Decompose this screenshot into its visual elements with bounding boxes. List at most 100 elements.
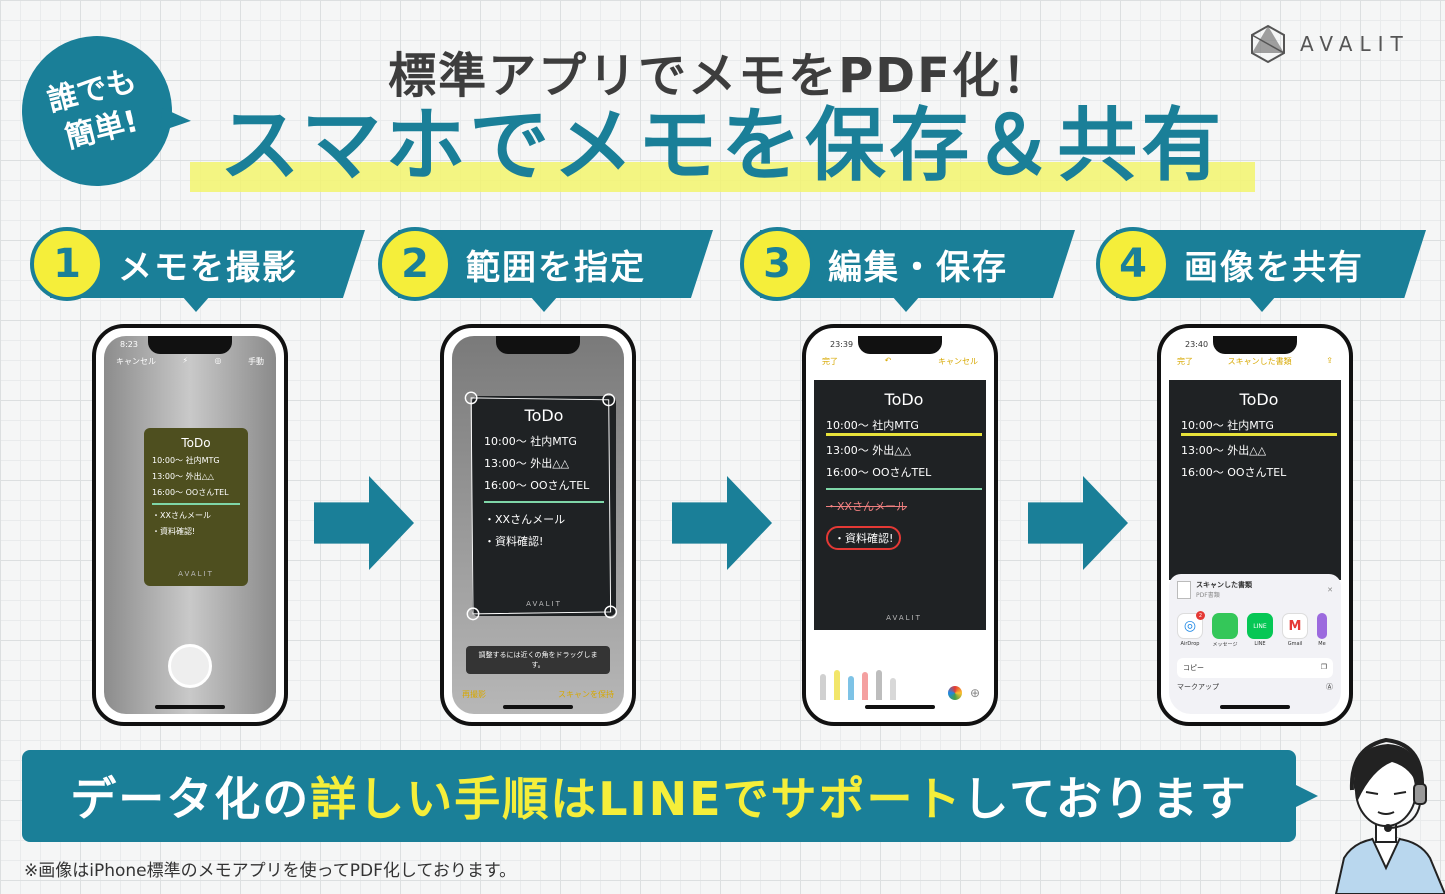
notch bbox=[1213, 336, 1297, 354]
markup-label: マークアップ bbox=[1177, 683, 1219, 691]
memo-line: 16:00〜 OOさんTEL bbox=[1181, 466, 1287, 479]
memo-board: ToDo 10:00〜 社内MTG 13:00〜 外出△△ 16:00〜 OOさ… bbox=[144, 428, 248, 586]
gmail-icon: M bbox=[1282, 613, 1308, 639]
memo-board: ToDo 10:00〜 社内MTG 13:00〜 外出△△ 16:00〜 OOさ… bbox=[1169, 380, 1341, 580]
done-button[interactable]: 完了 bbox=[1177, 357, 1193, 366]
ruler-tool-icon[interactable] bbox=[890, 678, 896, 700]
share-gmail[interactable]: M Gmail bbox=[1282, 613, 1308, 648]
home-indicator bbox=[503, 705, 573, 709]
memo-line: 16:00〜 OOさんTEL bbox=[152, 488, 229, 497]
memo-line: ・資料確認! bbox=[484, 535, 544, 548]
subtitle: 標準アプリでメモをPDF化！ bbox=[388, 48, 1052, 104]
crop-frame-icon[interactable] bbox=[452, 336, 624, 714]
share-line[interactable]: LINE LINE bbox=[1247, 613, 1273, 648]
edit-screen: 23:39 完了 ↶ キャンセル ToDo 10:00〜 社内MTG 13:00… bbox=[814, 336, 986, 714]
undo-icon[interactable]: ↶ bbox=[884, 356, 892, 365]
share-app-row: ◎2 AirDrop メッセージ LINE LINE M Gmail M bbox=[1177, 611, 1333, 648]
step-pointer bbox=[182, 296, 210, 312]
phone-crop: ToDo 10:00〜 社内MTG 13:00〜 外出△△ 16:00〜 OOさ… bbox=[440, 324, 636, 726]
arrow-right-icon bbox=[672, 476, 772, 570]
share-more[interactable]: Me bbox=[1317, 613, 1327, 648]
copy-label: コピー bbox=[1183, 664, 1204, 672]
share-sheet-header: スキャンした書類 PDF書類 ✕ bbox=[1177, 580, 1333, 599]
memo-line: ・XXさんメール bbox=[152, 511, 211, 520]
share-sheet: スキャンした書類 PDF書類 ✕ ◎2 AirDrop メッセージ LINE L… bbox=[1169, 574, 1341, 714]
marker-tool-icon[interactable] bbox=[834, 670, 840, 700]
line-support-banner[interactable]: データ化の詳しい手順はLINEでサポートしております bbox=[22, 750, 1318, 842]
flash-icon[interactable]: ⚡ bbox=[182, 356, 189, 365]
pen-tool-icon[interactable] bbox=[820, 674, 826, 700]
phone-share: 23:40 完了 スキャンした書類 ⇪ ToDo 10:00〜 社内MTG 13… bbox=[1157, 324, 1353, 726]
arrow-right-icon bbox=[1028, 476, 1128, 570]
step-label: 画像を共有 bbox=[1184, 248, 1364, 288]
filter-icon[interactable]: ◎ bbox=[214, 356, 222, 365]
home-indicator bbox=[1220, 705, 1290, 709]
banner-text-highlight: 詳しい手順はLINEでサポート bbox=[310, 772, 963, 826]
memo-line: 13:00〜 外出△△ bbox=[152, 472, 214, 481]
step-pointer bbox=[530, 296, 558, 312]
status-time: 8:23 bbox=[120, 340, 138, 349]
page-title: スマホでメモを保存＆共有 bbox=[219, 99, 1226, 192]
messages-icon bbox=[1212, 613, 1238, 639]
crop-screen: ToDo 10:00〜 社内MTG 13:00〜 外出△△ 16:00〜 OOさ… bbox=[452, 336, 624, 714]
memo-line: 13:00〜 外出△△ bbox=[1181, 444, 1267, 457]
share-sheet-title: スキャンした書類 bbox=[1196, 581, 1252, 589]
easy-badge: 誰でも 簡単! bbox=[6, 20, 188, 202]
memo-separator bbox=[152, 503, 240, 505]
share-screen: 23:40 完了 スキャンした書類 ⇪ ToDo 10:00〜 社内MTG 13… bbox=[1169, 336, 1341, 714]
copy-row[interactable]: コピー ❐ bbox=[1177, 658, 1333, 678]
step-4: 4 画像を共有 bbox=[1096, 227, 1436, 312]
step-label: メモを撮影 bbox=[118, 248, 298, 288]
memo-line: ・XXさんメール bbox=[484, 513, 566, 526]
done-button[interactable]: 完了 bbox=[822, 357, 838, 366]
memo-line: 13:00〜 外出△△ bbox=[484, 457, 570, 470]
camera-top-bar: キャンセル ⚡ ◎ 手動 bbox=[104, 356, 276, 367]
cancel-button[interactable]: キャンセル bbox=[116, 357, 156, 366]
support-operator-icon bbox=[1334, 737, 1445, 894]
markup-icon: Ⓐ bbox=[1326, 683, 1333, 691]
app-label: メッセージ bbox=[1212, 642, 1238, 648]
memo-line: 16:00〜 OOさんTEL bbox=[484, 479, 590, 492]
pdf-document-icon bbox=[1177, 580, 1191, 599]
app-label: AirDrop bbox=[1180, 641, 1200, 647]
logo-hexagon-icon bbox=[1251, 24, 1285, 64]
step-number: 3 bbox=[740, 227, 814, 301]
banner-text-3: しております bbox=[962, 772, 1248, 826]
step-pointer bbox=[892, 296, 920, 312]
add-tool-icon[interactable]: ⊕ bbox=[969, 686, 980, 700]
lasso-tool-icon[interactable] bbox=[876, 670, 882, 700]
memo-title: ToDo bbox=[1239, 390, 1279, 409]
share-messages[interactable]: メッセージ bbox=[1212, 613, 1238, 648]
color-picker-icon[interactable] bbox=[947, 686, 962, 700]
share-sheet-titles: スキャンした書類 PDF書類 bbox=[1196, 580, 1252, 599]
home-indicator bbox=[155, 705, 225, 709]
step-label: 編集・保存 bbox=[828, 248, 1008, 288]
brand-logo: AVALIT bbox=[1248, 24, 1410, 64]
memo-title: ToDo bbox=[524, 406, 564, 425]
memo-title: ToDo bbox=[181, 436, 211, 450]
share-icon[interactable]: ⇪ bbox=[1326, 356, 1333, 365]
cancel-button[interactable]: キャンセル bbox=[937, 357, 978, 366]
keep-scan-button[interactable]: スキャンを保持 bbox=[558, 690, 614, 699]
retake-button[interactable]: 再撮影 bbox=[462, 690, 486, 699]
step-2: 2 範囲を指定 bbox=[378, 227, 718, 312]
markup-row[interactable]: マークアップ Ⓐ bbox=[1177, 682, 1333, 692]
memo-line: 10:00〜 社内MTG bbox=[484, 435, 577, 448]
memo-brand: AVALIT bbox=[178, 570, 214, 578]
shutter-button[interactable] bbox=[168, 644, 212, 688]
pencil-tool-icon[interactable] bbox=[848, 676, 854, 700]
line-icon: LINE bbox=[1247, 613, 1273, 639]
edit-nav-bar: 完了 ↶ キャンセル bbox=[822, 356, 978, 367]
step-number: 2 bbox=[378, 227, 452, 301]
memo-line-circled: ・資料確認! bbox=[826, 526, 902, 550]
eraser-tool-icon[interactable] bbox=[862, 672, 868, 700]
manual-button[interactable]: 手動 bbox=[247, 357, 264, 366]
share-airdrop[interactable]: ◎2 AirDrop bbox=[1177, 611, 1205, 648]
title-block: スマホでメモを保存＆共有 bbox=[190, 100, 1255, 192]
memo-line: 10:00〜 社内MTG bbox=[152, 456, 220, 465]
memo-board: ToDo 10:00〜 社内MTG 13:00〜 外出△△ 16:00〜 OOさ… bbox=[472, 396, 616, 616]
close-icon[interactable]: ✕ bbox=[1327, 585, 1333, 594]
step-label: 範囲を指定 bbox=[466, 248, 646, 288]
more-app-icon bbox=[1317, 613, 1327, 639]
home-indicator bbox=[865, 705, 935, 709]
